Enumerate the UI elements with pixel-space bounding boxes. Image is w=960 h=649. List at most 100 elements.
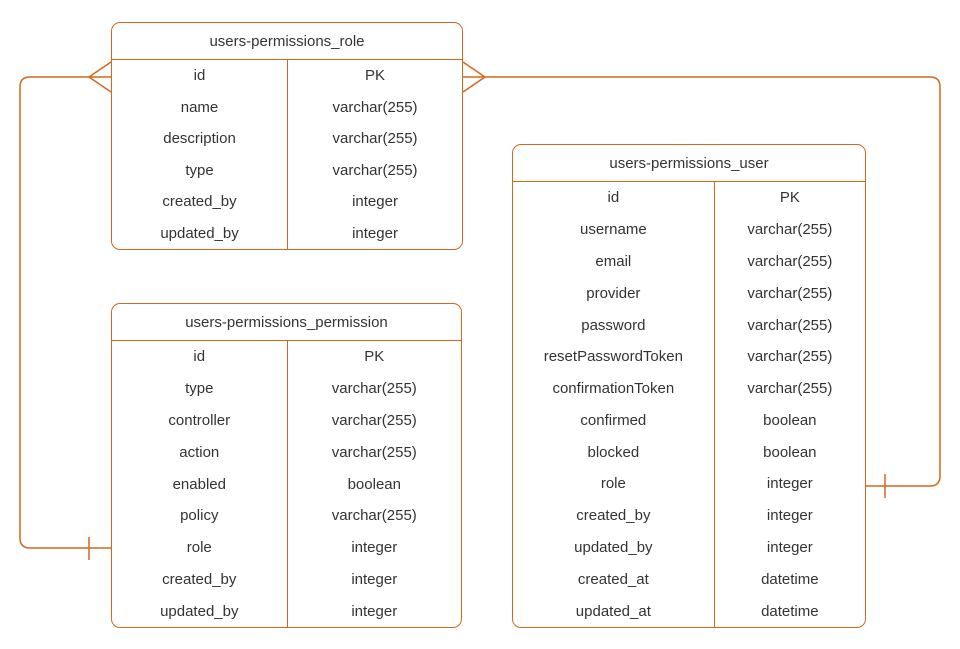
- table-row: role integer: [112, 531, 461, 564]
- table-row: confirmationToken varchar(255): [513, 372, 865, 405]
- field-name: role: [513, 468, 715, 500]
- table-row: role integer: [513, 468, 865, 500]
- crows-foot-many-icon: [88, 61, 112, 93]
- table-row: updated_at datetime: [513, 595, 865, 627]
- field-type: varchar(255): [331, 380, 417, 398]
- table-row: enabled boolean: [112, 468, 461, 500]
- table-row: created_by integer: [112, 563, 461, 596]
- field-name: password: [513, 309, 715, 341]
- field-type: datetime: [761, 570, 819, 588]
- field-type: datetime: [761, 602, 819, 620]
- table-title: users-permissions_user: [513, 145, 865, 182]
- field-name: username: [513, 213, 715, 246]
- table-row: username varchar(255): [513, 213, 865, 246]
- table-row: resetPasswordToken varchar(255): [513, 340, 865, 373]
- field-name: id: [513, 182, 715, 214]
- field-type: PK: [364, 348, 385, 366]
- field-type: boolean: [763, 443, 817, 461]
- field-name: policy: [112, 499, 288, 532]
- field-type: PK: [779, 189, 800, 207]
- field-type: varchar(255): [331, 507, 417, 525]
- field-type: varchar(255): [747, 252, 833, 270]
- field-type: varchar(255): [332, 130, 418, 148]
- relationship-role-permission-line[interactable]: [19, 76, 111, 549]
- table-row: blocked boolean: [513, 436, 865, 469]
- field-type: integer: [351, 570, 398, 588]
- field-name: updated_at: [513, 595, 715, 627]
- table-row: updated_by integer: [112, 217, 462, 249]
- field-type: boolean: [763, 411, 817, 429]
- field-type: integer: [766, 507, 813, 525]
- field-type: varchar(255): [332, 98, 418, 116]
- field-type: varchar(255): [331, 411, 417, 429]
- field-type: varchar(255): [747, 221, 833, 239]
- entity-table-users-permissions-user[interactable]: users-permissions_user id PK username varch…: [512, 144, 866, 628]
- field-name: type: [112, 154, 289, 186]
- field-type: varchar(255): [332, 161, 418, 179]
- field-name: updated_by: [112, 217, 289, 249]
- table-title: users-permissions_role: [112, 23, 462, 60]
- field-type: varchar(255): [747, 284, 833, 302]
- field-name: id: [112, 341, 288, 373]
- field-name: blocked: [513, 436, 715, 469]
- field-name: provider: [513, 277, 715, 310]
- field-name: action: [112, 436, 288, 469]
- table-row: description varchar(255): [112, 123, 462, 155]
- table-row: type varchar(255): [112, 154, 462, 186]
- table-body: id PK type varchar(255) controller varchar(25…: [112, 341, 461, 628]
- relationship-role-user[interactable]: [462, 61, 941, 498]
- table-row: name varchar(255): [112, 91, 462, 123]
- relationship-role-user-line[interactable]: [485, 76, 941, 487]
- field-name: name: [112, 91, 289, 123]
- table-row: provider varchar(255): [513, 277, 865, 310]
- field-name: created_by: [112, 563, 288, 596]
- field-type: integer: [352, 224, 398, 242]
- field-name: role: [112, 531, 288, 564]
- field-name: created_by: [513, 499, 715, 532]
- field-type: boolean: [347, 475, 401, 493]
- table-body: id PK username varchar(255) email varchar(255…: [513, 182, 865, 627]
- field-name: type: [112, 372, 288, 405]
- table-row: created_by integer: [513, 499, 865, 532]
- field-name: updated_by: [112, 595, 288, 628]
- field-name: created_at: [513, 563, 715, 596]
- table-row: email varchar(255): [513, 245, 865, 278]
- field-name: enabled: [112, 468, 288, 500]
- table-row: id PK: [112, 341, 461, 373]
- field-name: description: [112, 123, 289, 155]
- field-type: integer: [351, 539, 398, 557]
- field-type: integer: [351, 602, 398, 620]
- field-name: created_by: [112, 186, 289, 218]
- table-row: policy varchar(255): [112, 499, 461, 532]
- table-title: users-permissions_permission: [112, 304, 461, 341]
- table-row: created_by integer: [112, 186, 462, 218]
- field-type: varchar(255): [747, 380, 833, 398]
- field-name: controller: [112, 404, 288, 437]
- relationship-role-permission[interactable]: [19, 61, 112, 560]
- field-name: confirmationToken: [513, 372, 715, 405]
- field-type: PK: [365, 67, 386, 85]
- table-row: updated_by integer: [112, 595, 461, 628]
- field-name: confirmed: [513, 404, 715, 437]
- field-type: integer: [352, 193, 398, 211]
- field-type: varchar(255): [747, 348, 833, 366]
- field-type: integer: [766, 538, 813, 556]
- table-row: confirmed boolean: [513, 404, 865, 437]
- crows-foot-many-icon: [462, 61, 486, 93]
- table-row: password varchar(255): [513, 309, 865, 341]
- field-name: email: [513, 245, 715, 278]
- field-type: varchar(255): [747, 316, 833, 334]
- entity-table-users-permissions-permission[interactable]: users-permissions_permission id PK type var…: [111, 303, 462, 628]
- table-row: controller varchar(255): [112, 404, 461, 437]
- table-row: type varchar(255): [112, 372, 461, 405]
- field-name: resetPasswordToken: [513, 340, 715, 373]
- table-row: id PK: [513, 182, 865, 214]
- field-type: integer: [766, 475, 813, 493]
- table-row: created_at datetime: [513, 563, 865, 596]
